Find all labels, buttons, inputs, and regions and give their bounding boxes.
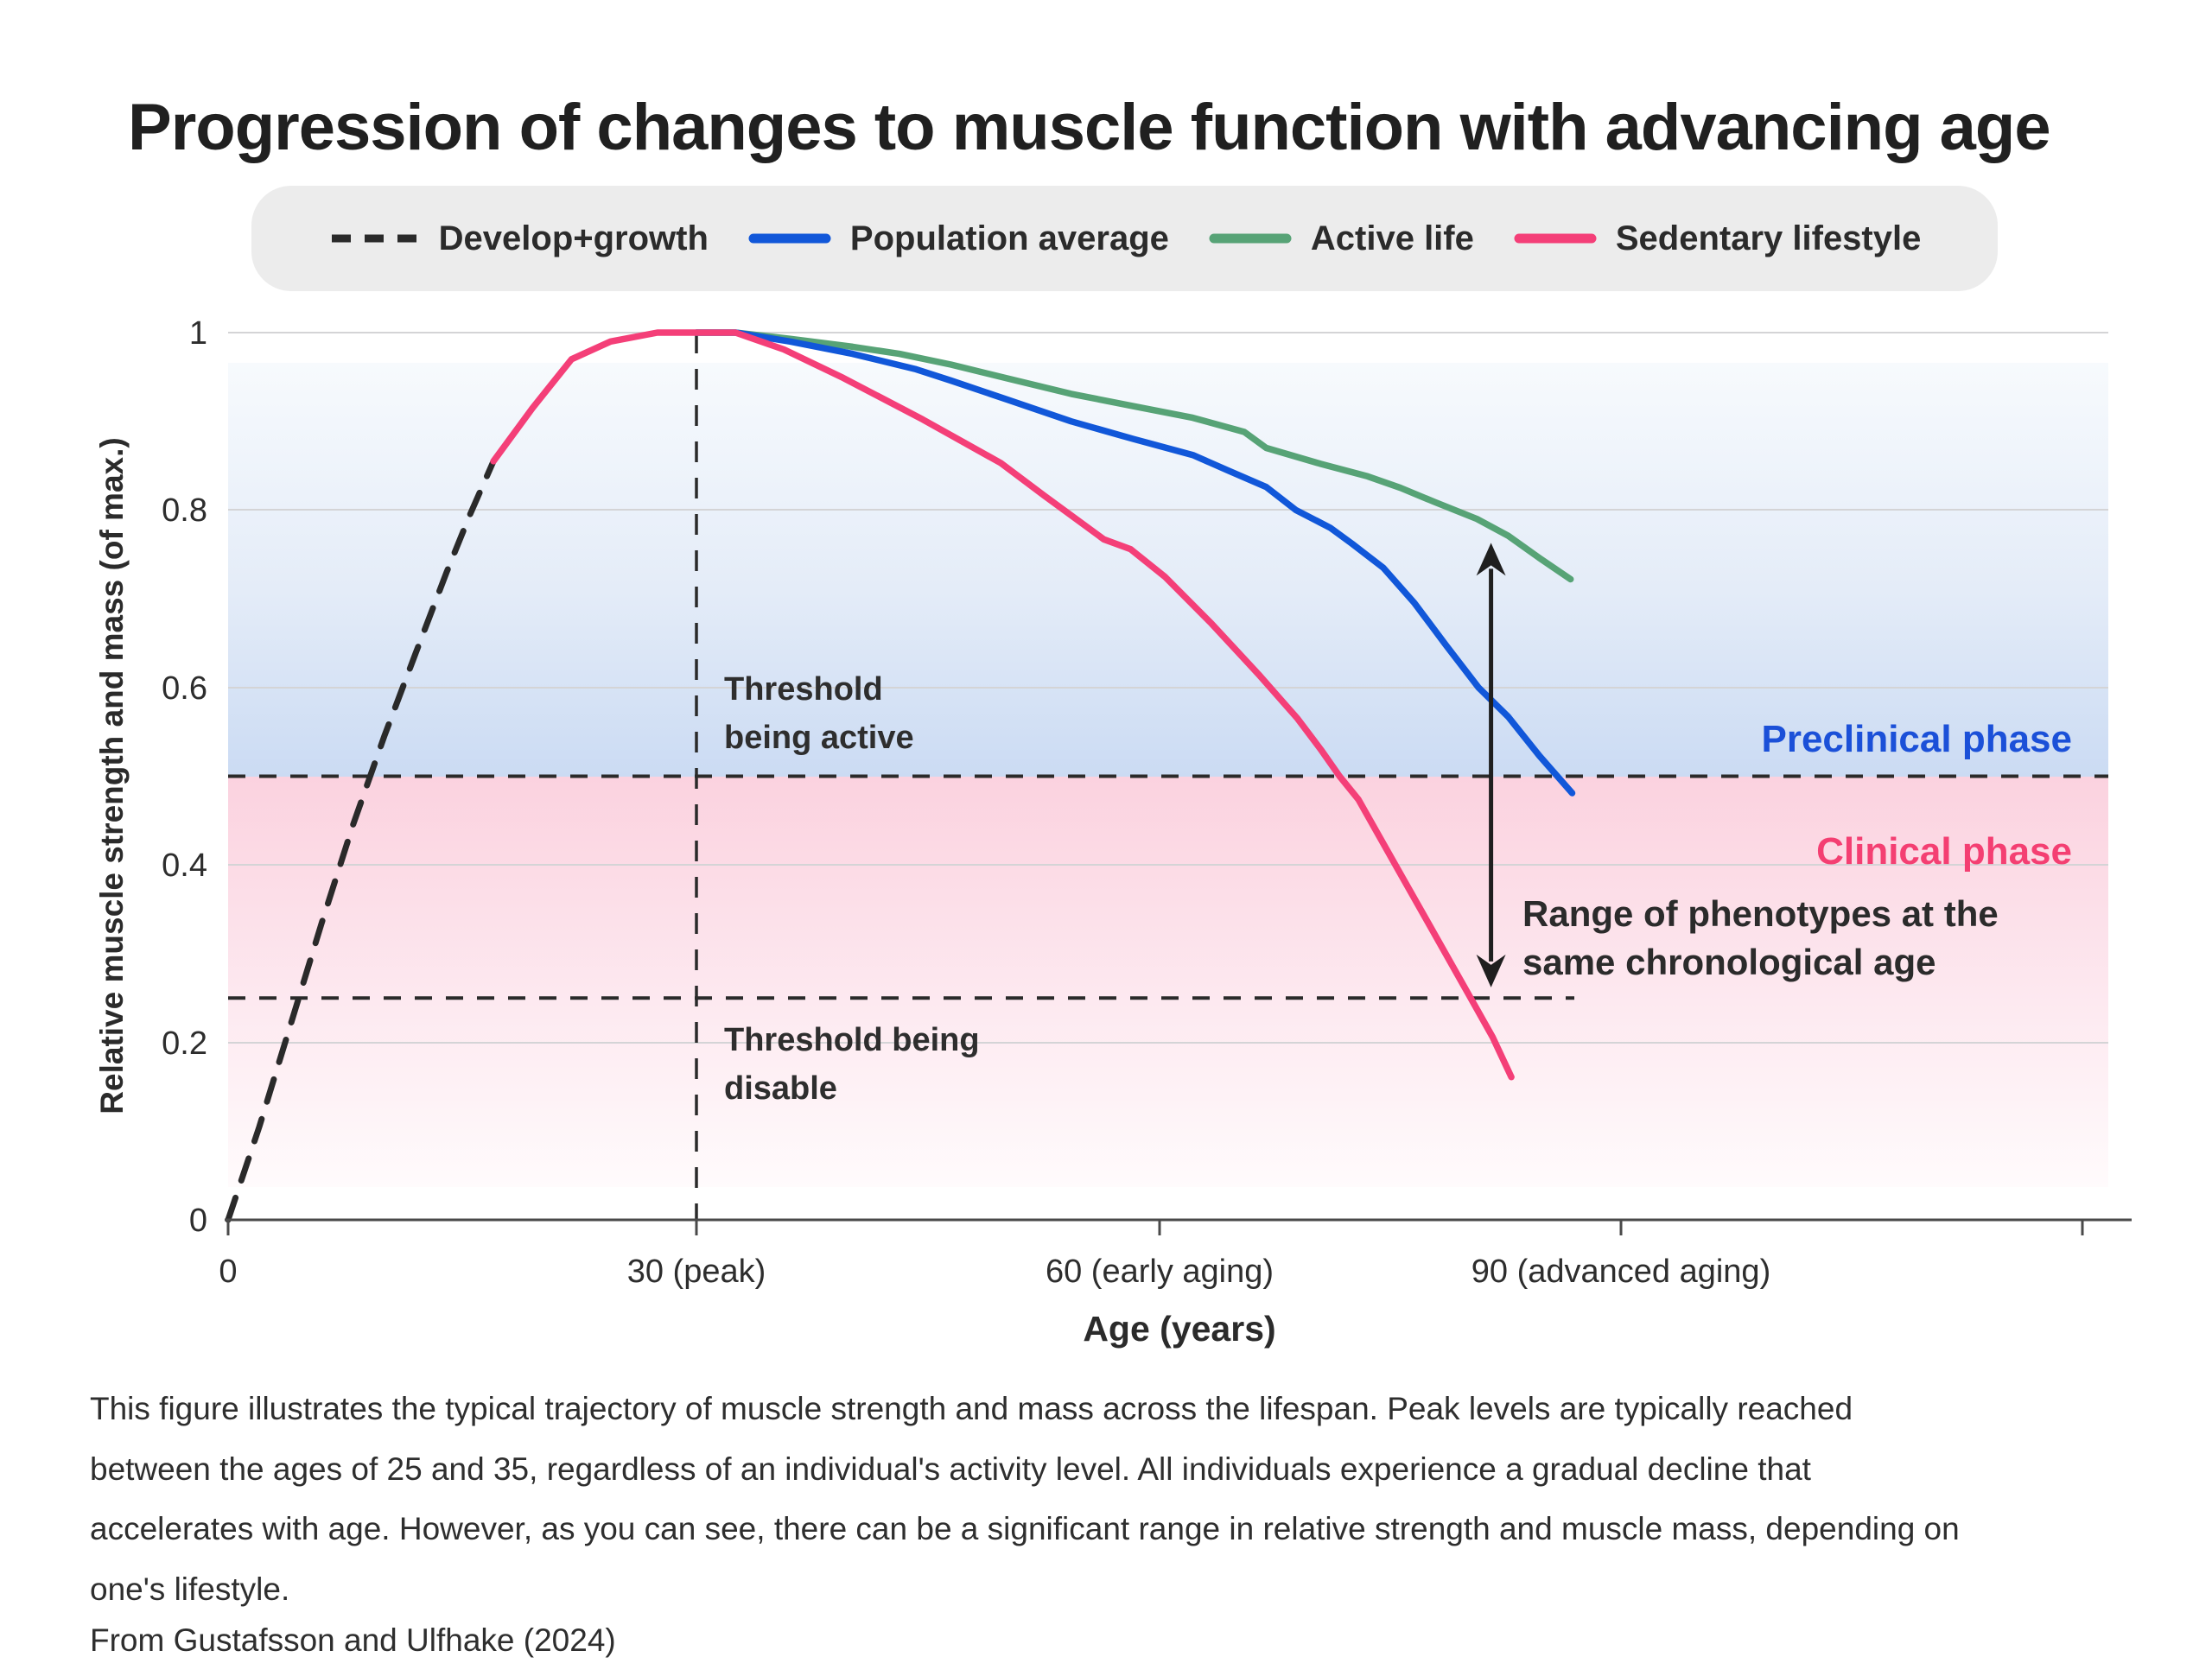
x-tick-60: 60 (early aging) bbox=[1046, 1254, 1274, 1290]
data-series bbox=[225, 329, 1576, 1223]
series-population-average bbox=[693, 329, 1576, 797]
legend-item-population-average: Population average bbox=[748, 219, 1169, 258]
page-title: Progression of changes to muscle functio… bbox=[128, 91, 2051, 164]
line-chart: 1 0.8 0.6 0.4 0.2 0 0 30 (peak) 60 (earl… bbox=[94, 315, 2132, 1349]
y-tick-0.6: 0.6 bbox=[162, 670, 207, 707]
series-active-life bbox=[693, 329, 1574, 583]
x-axis bbox=[225, 1218, 2132, 1235]
clinical-band bbox=[228, 777, 2108, 1187]
legend-item-develop-growth: Develop+growth bbox=[328, 219, 709, 258]
legend-item-active-life: Active life bbox=[1209, 219, 1474, 258]
threshold-disable-label-line2: disable bbox=[724, 1070, 837, 1107]
y-axis-title: Relative muscle strength and mass (of ma… bbox=[94, 437, 130, 1114]
threshold-active-label-line1: Threshold bbox=[724, 671, 883, 708]
y-tick-1: 1 bbox=[189, 315, 207, 352]
range-label-line1: Range of phenotypes at the bbox=[1522, 893, 1999, 934]
dashed-line-icon bbox=[331, 234, 416, 243]
y-tick-0: 0 bbox=[189, 1203, 207, 1239]
legend-label: Develop+growth bbox=[438, 219, 709, 257]
clinical-phase-label: Clinical phase bbox=[1816, 830, 2072, 873]
range-arrow bbox=[1476, 543, 1506, 987]
x-axis-title: Age (years) bbox=[1083, 1309, 1275, 1349]
series-sedentary-lifestyle bbox=[490, 329, 1515, 1081]
y-tick-0.8: 0.8 bbox=[162, 492, 207, 529]
preclinical-band bbox=[228, 363, 2108, 777]
x-tick-0: 0 bbox=[219, 1254, 237, 1290]
line-icon bbox=[1209, 233, 1292, 244]
x-tick-30: 30 (peak) bbox=[627, 1254, 766, 1290]
line-icon bbox=[748, 233, 831, 244]
line-icon bbox=[1514, 233, 1597, 244]
range-arrow-part bbox=[1476, 954, 1506, 987]
y-tick-0.2: 0.2 bbox=[162, 1025, 207, 1062]
legend: Develop+growth Population average Active… bbox=[251, 186, 1998, 291]
figure-caption: This figure illustrates the typical traj… bbox=[90, 1391, 1960, 1607]
y-tick-0.4: 0.4 bbox=[162, 848, 207, 884]
threshold-disable-label-line1: Threshold being bbox=[724, 1022, 980, 1058]
preclinical-phase-label: Preclinical phase bbox=[1761, 718, 2072, 760]
source-attribution: From Gustafsson and Ulfhake (2024) bbox=[90, 1622, 616, 1658]
gridlines bbox=[228, 332, 2108, 1044]
threshold-active-label-line2: being active bbox=[724, 720, 914, 756]
legend-label: Sedentary lifestyle bbox=[1615, 219, 1922, 257]
range-arrow-part bbox=[1476, 543, 1506, 576]
legend-label: Active life bbox=[1310, 219, 1474, 257]
legend-item-sedentary-lifestyle: Sedentary lifestyle bbox=[1514, 219, 1922, 258]
legend-label: Population average bbox=[849, 219, 1169, 257]
range-label-line2: same chronological age bbox=[1522, 942, 1936, 982]
x-tick-90: 90 (advanced aging) bbox=[1471, 1254, 1770, 1290]
series-develop-growth bbox=[225, 458, 497, 1223]
